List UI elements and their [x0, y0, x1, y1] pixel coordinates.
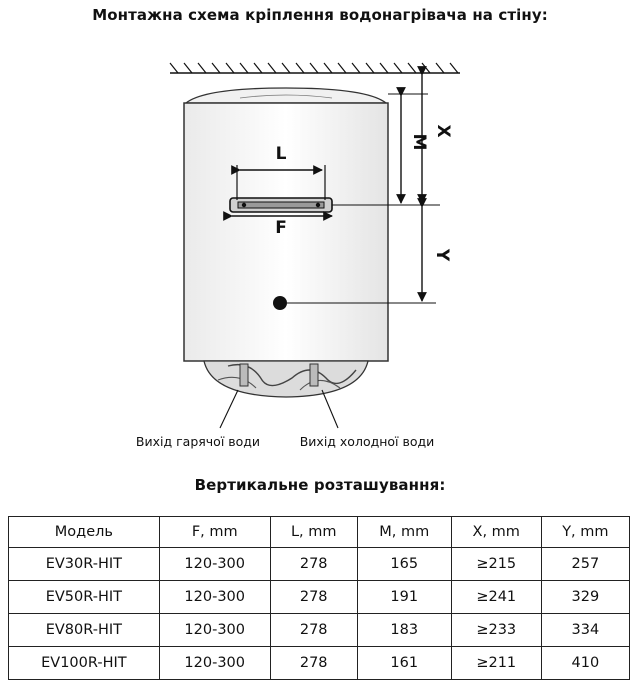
table-cell: 191 [356, 580, 452, 614]
table-cell: 278 [269, 613, 358, 647]
dimension-label-y: Y [432, 248, 452, 262]
table-cell: 278 [269, 580, 358, 614]
table-cell: EV30R-HIT [8, 547, 160, 581]
table-cell: 410 [540, 646, 631, 680]
table-cell: EV50R-HIT [8, 580, 160, 614]
table-cell: 165 [356, 547, 452, 581]
table-cell: ≥211 [450, 646, 542, 680]
table-cell: 278 [269, 547, 358, 581]
column-header-f: F, mm [158, 516, 271, 548]
table-cell: 120-300 [158, 613, 271, 647]
dimension-label-x: X [433, 124, 453, 137]
table-cell: 120-300 [158, 646, 271, 680]
mounting-diagram: L F M X Y Вихід гарячої води Вихід холод… [136, 62, 460, 449]
column-header-model: Модель [8, 516, 160, 548]
column-header-y: Y, mm [540, 516, 631, 548]
column-header-l: L, mm [269, 516, 358, 548]
dimension-label-f: F [275, 218, 287, 238]
table-row: EV100R-HIT 120-300 278 161 ≥211 410 [8, 646, 631, 680]
table-row: EV50R-HIT 120-300 278 191 ≥241 329 [8, 580, 631, 614]
table-cell: 329 [540, 580, 631, 614]
section-subtitle: Вертикальне розташування: [194, 476, 446, 494]
dimension-label-m: M [409, 134, 429, 151]
mounting-point [273, 296, 287, 310]
cold-water-outlet-label: Вихід холодної води [300, 434, 435, 449]
column-header-m: M, mm [356, 516, 452, 548]
mounting-bracket [229, 197, 333, 213]
dimension-label-l: L [276, 144, 287, 164]
page-title: Монтажна схема кріплення водонагрівача н… [92, 6, 548, 24]
table-cell: 257 [540, 547, 631, 581]
tank-top-cap [184, 87, 388, 104]
table-cell: ≥233 [450, 613, 542, 647]
table-cell: 183 [356, 613, 452, 647]
table-cell: 334 [540, 613, 631, 647]
table-cell: ≥241 [450, 580, 542, 614]
table-row: EV30R-HIT 120-300 278 165 ≥215 257 [8, 547, 631, 581]
table-cell: 120-300 [158, 580, 271, 614]
table-cell: ≥215 [450, 547, 542, 581]
dimensions-table: Модель F, mm L, mm M, mm X, mm Y, mm EV3… [8, 516, 631, 680]
table-cell: 278 [269, 646, 358, 680]
table-cell: 161 [356, 646, 452, 680]
table-cell: EV80R-HIT [8, 613, 160, 647]
table-row: EV80R-HIT 120-300 278 183 ≥233 334 [8, 613, 631, 647]
table-cell: 120-300 [158, 547, 271, 581]
table-header-row: Модель F, mm L, mm M, mm X, mm Y, mm [8, 516, 631, 548]
column-header-x: X, mm [450, 516, 542, 548]
table-cell: EV100R-HIT [8, 646, 160, 680]
hot-water-outlet-label: Вихід гарячої води [136, 434, 260, 449]
ceiling-hatch [169, 62, 460, 74]
